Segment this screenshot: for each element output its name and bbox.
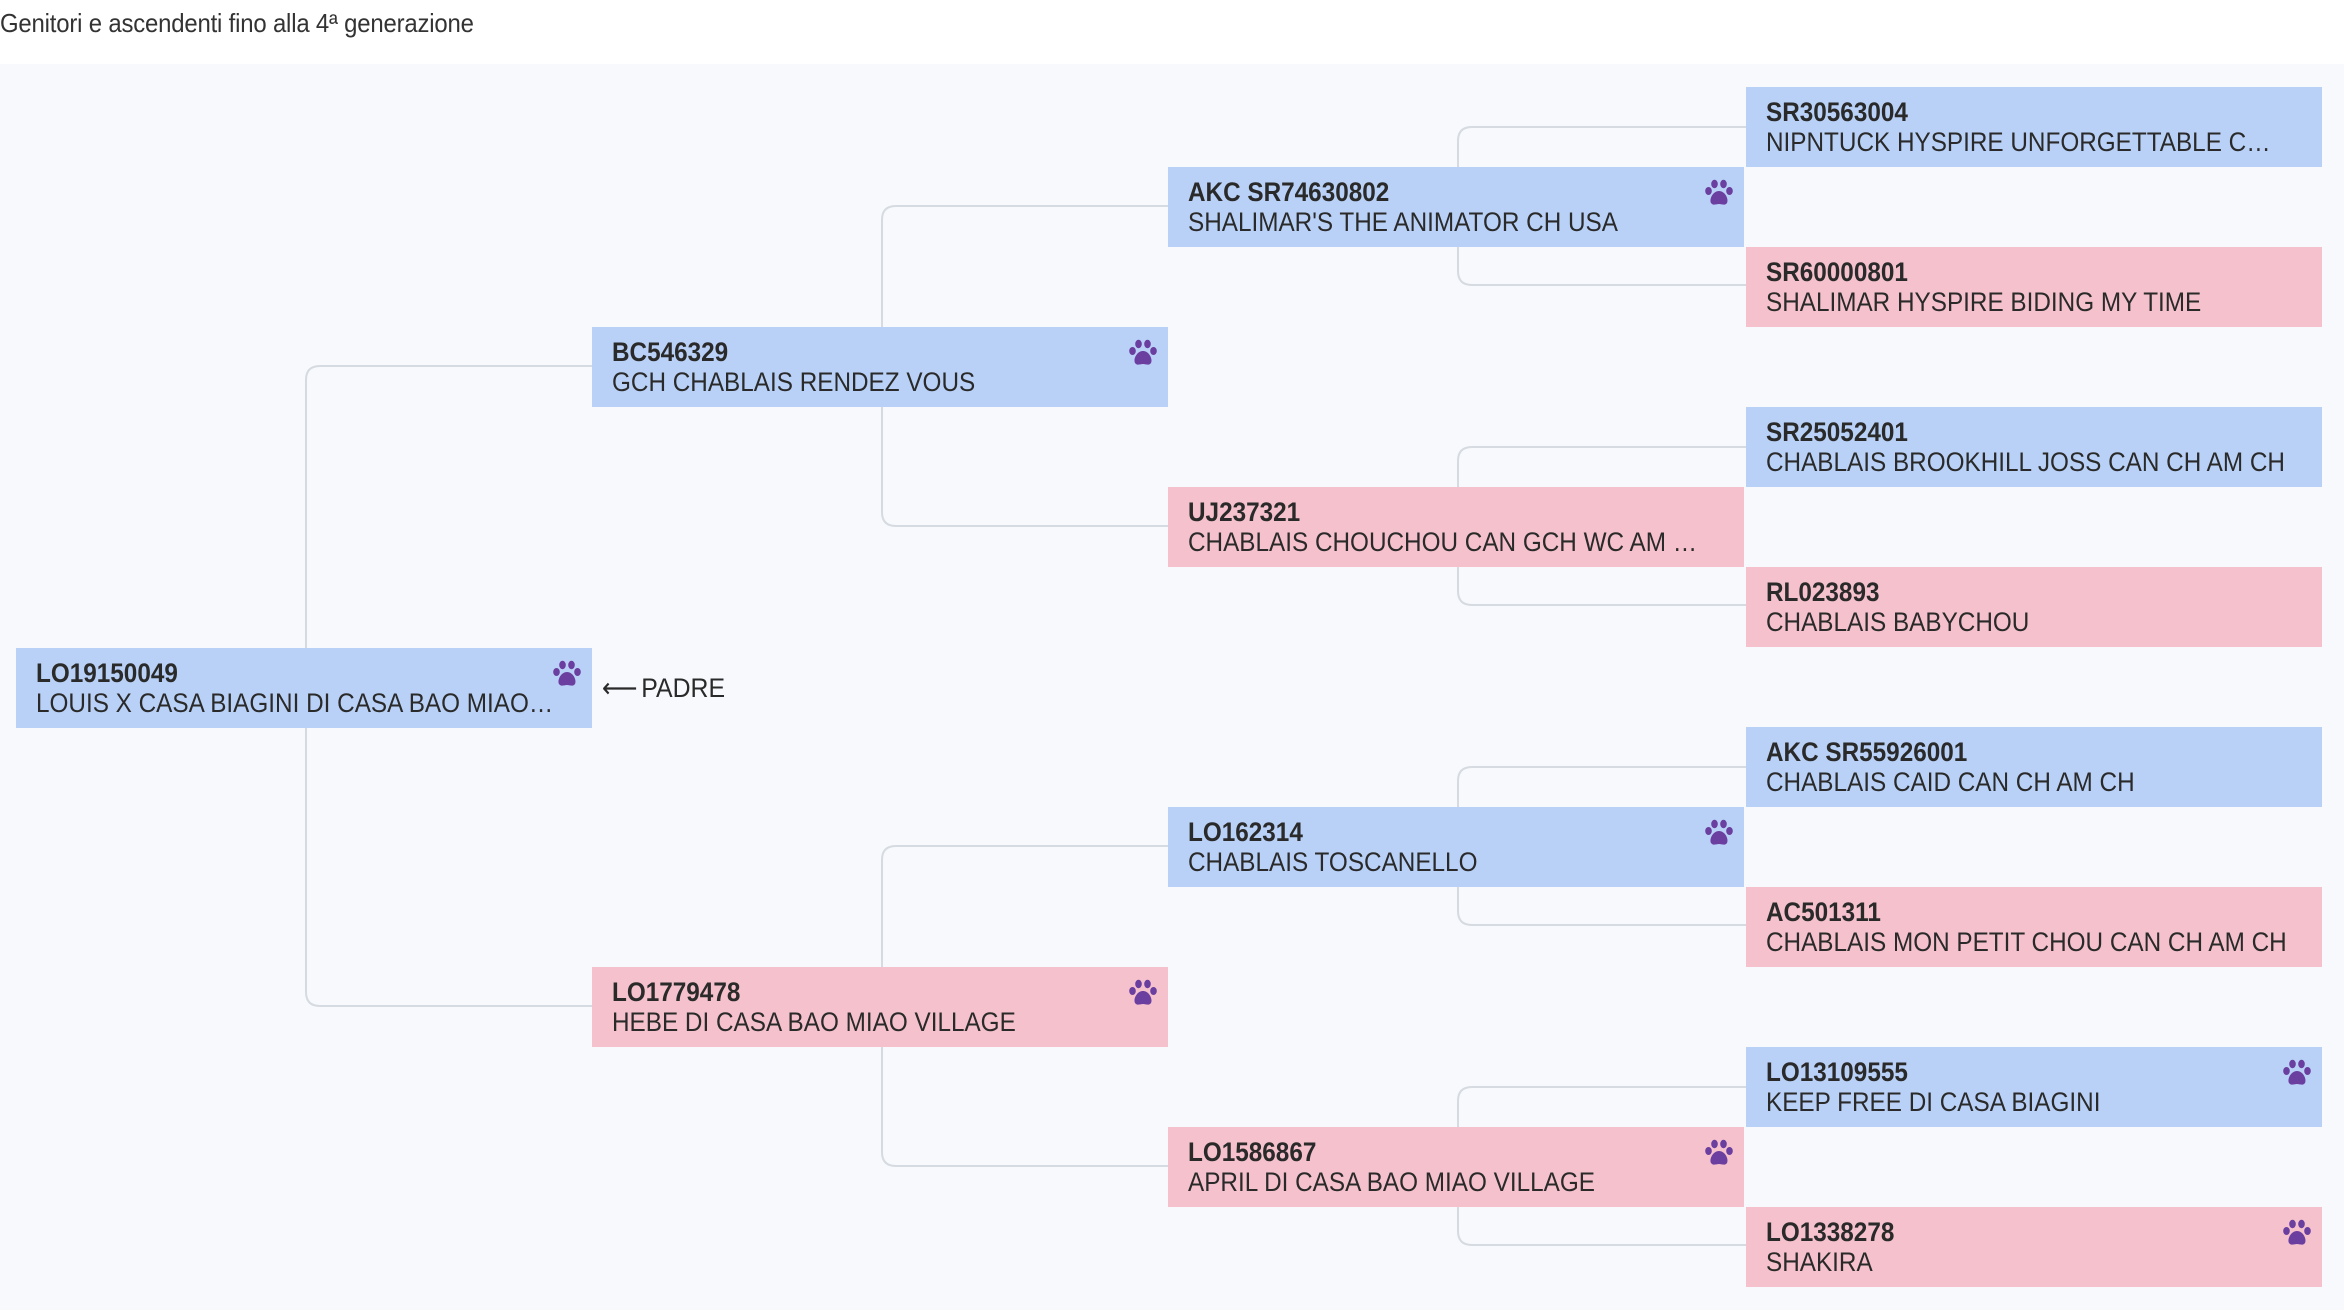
pedigree-node-subject[interactable]: LO19150049 LOUIS X CASA BIAGINI DI CASA … — [16, 648, 592, 728]
dog-name: HEBE DI CASA BAO MIAO VILLAGE — [612, 1007, 1016, 1037]
pedigree-node-sire-sire[interactable]: AKC SR74630802 SHALIMAR'S THE ANIMATOR C… — [1168, 167, 1744, 247]
dog-name: LOUIS X CASA BIAGINI DI CASA BAO MIAO VI… — [36, 688, 558, 718]
pedigree-node-ss-dam[interactable]: SR60000801 SHALIMAR HYSPIRE BIDING MY TI… — [1746, 247, 2322, 327]
pedigree-node-sd-dam[interactable]: RL023893 CHABLAIS BABYCHOU — [1746, 567, 2322, 647]
dog-name: GCH CHABLAIS RENDEZ VOUS — [612, 367, 976, 397]
registration-number: UJ237321 — [1188, 497, 1301, 527]
pedigree-node-dd-dam[interactable]: LO1338278 SHAKIRA — [1746, 1207, 2322, 1287]
registration-number: RL023893 — [1766, 577, 1880, 607]
dog-name: CHABLAIS BROOKHILL JOSS CAN CH AM CH — [1766, 447, 2285, 477]
dog-name: CHABLAIS TOSCANELLO — [1188, 847, 1478, 877]
dog-name: KEEP FREE DI CASA BIAGINI — [1766, 1087, 2101, 1117]
paw-icon — [553, 660, 581, 686]
registration-number: LO13109555 — [1766, 1057, 1908, 1087]
pedigree-node-ds-sire[interactable]: AKC SR55926001 CHABLAIS CAID CAN CH AM C… — [1746, 727, 2322, 807]
pedigree-node-dd-sire[interactable]: LO13109555 KEEP FREE DI CASA BIAGINI — [1746, 1047, 2322, 1127]
pedigree-node-dam[interactable]: LO1779478 HEBE DI CASA BAO MIAO VILLAGE — [592, 967, 1168, 1047]
pedigree-node-sire[interactable]: BC546329 GCH CHABLAIS RENDEZ VOUS — [592, 327, 1168, 407]
registration-number: AC501311 — [1766, 897, 1881, 927]
registration-number: LO19150049 — [36, 658, 178, 688]
registration-number: LO1338278 — [1766, 1217, 1895, 1247]
dog-name: SHALIMAR HYSPIRE BIDING MY TIME — [1766, 287, 2202, 317]
pedigree-node-dam-dam[interactable]: LO1586867 APRIL DI CASA BAO MIAO VILLAGE — [1168, 1127, 1744, 1207]
dog-name: CHABLAIS BABYCHOU — [1766, 607, 2030, 637]
paw-icon — [1129, 339, 1157, 365]
pedigree-node-sire-dam[interactable]: UJ237321 CHABLAIS CHOUCHOU CAN GCH WC AM… — [1168, 487, 1744, 567]
paw-icon — [1705, 1139, 1733, 1165]
registration-number: AKC SR55926001 — [1766, 737, 1968, 767]
paw-icon — [1129, 979, 1157, 1005]
arrow-left-icon: ⟵ — [602, 673, 638, 703]
padre-label: ⟵PADRE — [602, 673, 726, 703]
registration-number: AKC SR74630802 — [1188, 177, 1390, 207]
pedigree-node-dam-sire[interactable]: LO162314 CHABLAIS TOSCANELLO — [1168, 807, 1744, 887]
dog-name: SHALIMAR'S THE ANIMATOR CH USA — [1188, 207, 1618, 237]
registration-number: LO1779478 — [612, 977, 741, 1007]
paw-icon — [1705, 179, 1733, 205]
dog-name: NIPNTUCK HYSPIRE UNFORGETTABLE CH USA — [1766, 127, 2288, 157]
dog-name: SHAKIRA — [1766, 1247, 1873, 1277]
registration-number: SR30563004 — [1766, 97, 1908, 127]
pedigree-node-sd-sire[interactable]: SR25052401 CHABLAIS BROOKHILL JOSS CAN C… — [1746, 407, 2322, 487]
registration-number: SR25052401 — [1766, 417, 1908, 447]
dog-name: CHABLAIS CHOUCHOU CAN GCH WC AM GCH — [1188, 527, 1710, 557]
registration-number: LO1586867 — [1188, 1137, 1317, 1167]
pedigree-node-ss-sire[interactable]: SR30563004 NIPNTUCK HYSPIRE UNFORGETTABL… — [1746, 87, 2322, 167]
registration-number: BC546329 — [612, 337, 729, 367]
dog-name: CHABLAIS CAID CAN CH AM CH — [1766, 767, 2135, 797]
paw-icon — [2283, 1219, 2311, 1245]
paw-icon — [1705, 819, 1733, 845]
dog-name: APRIL DI CASA BAO MIAO VILLAGE — [1188, 1167, 1595, 1197]
dog-name: CHABLAIS MON PETIT CHOU CAN CH AM CH — [1766, 927, 2287, 957]
registration-number: LO162314 — [1188, 817, 1303, 847]
registration-number: SR60000801 — [1766, 257, 1908, 287]
paw-icon — [2283, 1059, 2311, 1085]
page-title: Genitori e ascendenti fino alla 4ª gener… — [0, 8, 474, 38]
pedigree-node-ds-dam[interactable]: AC501311 CHABLAIS MON PETIT CHOU CAN CH … — [1746, 887, 2322, 967]
